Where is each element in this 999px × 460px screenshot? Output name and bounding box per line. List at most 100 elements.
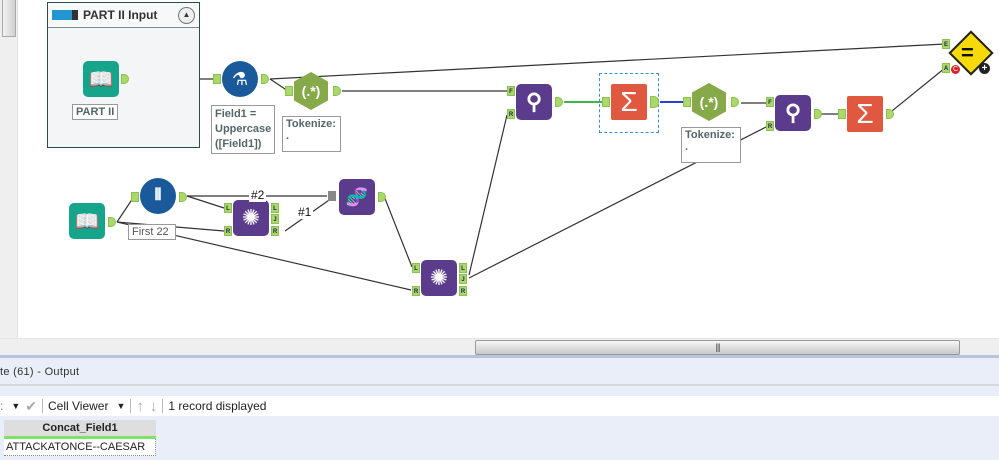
input-anchor[interactable] (683, 97, 691, 107)
tool-annotation: Tokenize: . (681, 127, 741, 163)
anchor-l[interactable]: L (412, 263, 420, 273)
tool-annotation: Field1 = Uppercase ([Field1]) (211, 105, 275, 154)
anchor-a[interactable]: A (942, 63, 950, 73)
output-anchor[interactable] (121, 74, 129, 84)
divider (162, 399, 164, 413)
output-anchor[interactable] (108, 217, 116, 227)
anchor-r[interactable]: R (224, 226, 232, 236)
output-anchor[interactable] (650, 96, 659, 108)
sigma-icon: Σ (620, 86, 638, 117)
tool-annotation: Tokenize: . (282, 116, 341, 152)
anchor-l[interactable]: L (271, 203, 279, 213)
container-icon (52, 10, 78, 20)
output-anchor[interactable] (179, 192, 187, 202)
equals-icon: = (961, 40, 974, 65)
multi-input-anchor[interactable] (328, 191, 336, 201)
output-anchor[interactable] (814, 109, 822, 119)
transpose-tool[interactable]: 🧬 (339, 179, 375, 215)
sigma-icon: Σ (856, 98, 874, 129)
horizontal-scrollbar[interactable]: ||| (0, 338, 999, 356)
output-anchor[interactable] (886, 109, 894, 119)
results-toolbar: : ▼ ✔ Cell Viewer ▼ ↑ ↓ 1 record display… (0, 396, 999, 416)
input-anchor[interactable] (838, 109, 846, 119)
book-icon: 📖 (74, 210, 100, 233)
container-header[interactable]: PART II Input ▲ (48, 3, 199, 28)
flask-icon: ⚗ (231, 68, 249, 89)
find-replace-icon: ⚲ (784, 100, 802, 125)
input-anchor[interactable] (285, 86, 293, 96)
anchor-j[interactable]: J (459, 274, 467, 284)
tool-annotation: First 22 (128, 224, 176, 240)
anchor-r[interactable]: R (766, 121, 774, 131)
test-tubes-icon: ⫴ (154, 187, 162, 204)
results-title: te (61) - Output (0, 366, 80, 378)
summarize-tool[interactable]: Σ (611, 84, 647, 120)
output-anchor[interactable] (333, 86, 341, 96)
column-header[interactable]: Concat_Field1 (4, 420, 156, 439)
scrollbar-thumb[interactable]: ||| (475, 340, 960, 355)
input-anchor[interactable] (213, 74, 221, 84)
results-grid: Concat_Field1 ATTACKATONCE--CAESAR (4, 420, 156, 456)
wire (886, 67, 946, 116)
anchor-l[interactable]: L (459, 263, 467, 273)
wire (186, 195, 225, 209)
anchor-r[interactable]: R (507, 109, 515, 119)
join-tool[interactable]: ✺ (421, 260, 457, 296)
output-anchor[interactable] (731, 97, 739, 107)
join-tool[interactable]: ✺ (233, 200, 269, 236)
scrollbar-thumb[interactable] (2, 0, 16, 37)
results-panel: te (61) - Output : ▼ ✔ Cell Viewer ▼ ↑ ↓… (0, 358, 999, 460)
anchor-j[interactable]: J (271, 214, 279, 224)
output-anchor[interactable] (261, 74, 269, 84)
join-icon: ✺ (429, 265, 449, 290)
output-anchor[interactable] (378, 192, 386, 202)
input-anchor[interactable] (131, 192, 139, 202)
regex-icon: (.*) (301, 83, 321, 99)
join-icon: ✺ (241, 205, 261, 230)
chevron-up-icon[interactable]: ▲ (178, 7, 195, 24)
anchor-r[interactable]: R (271, 226, 279, 236)
anchor-f[interactable]: F (766, 97, 774, 107)
container-title: PART II Input (83, 8, 158, 22)
anchor-r[interactable]: R (459, 286, 467, 296)
dna-icon: 🧬 (345, 186, 369, 207)
anchor-r[interactable]: R (412, 286, 420, 296)
wire-label: #1 (296, 205, 314, 219)
vertical-scrollbar[interactable] (0, 0, 18, 338)
table-cell[interactable]: ATTACKATONCE--CAESAR (4, 439, 156, 456)
input-anchor[interactable] (602, 97, 610, 107)
input-data-tool[interactable]: 📖 (69, 203, 105, 239)
output-anchor[interactable] (555, 97, 563, 107)
wire-label: #2 (249, 188, 267, 202)
regex-tool[interactable]: (.*) (692, 83, 726, 121)
formula-tool[interactable]: ⚗ (222, 61, 258, 97)
input-data-tool[interactable]: 📖 (83, 61, 119, 97)
sample-tool[interactable]: ⫴ (140, 178, 176, 214)
record-count: 1 record displayed (168, 399, 267, 413)
wire (116, 197, 134, 223)
arrow-up-icon[interactable]: ↑ (136, 397, 144, 415)
summarize-tool[interactable]: Σ (847, 96, 883, 132)
book-icon: 📖 (88, 68, 114, 91)
find-replace-tool[interactable]: ⚲ (516, 84, 552, 120)
conflict-icon: C (951, 65, 960, 74)
panel-splitter[interactable] (0, 355, 999, 358)
tool-annotation: PART II (72, 104, 119, 120)
menu-fragment[interactable]: : (0, 399, 4, 413)
checkmark-icon[interactable]: ✔ (25, 397, 37, 414)
anchor-l[interactable]: L (224, 203, 232, 213)
dropdown-arrow-icon[interactable]: ▼ (11, 401, 21, 411)
wire (468, 114, 508, 276)
cell-viewer-dropdown[interactable]: Cell Viewer (48, 399, 109, 413)
wire (269, 43, 946, 80)
divider (0, 384, 999, 386)
workflow-canvas[interactable]: PART II Input ▲ 📖 PART II ⚗ Field1 = Upp… (0, 0, 999, 338)
anchor-f[interactable]: F (507, 86, 515, 96)
wire (383, 195, 413, 268)
arrow-down-icon[interactable]: ↓ (149, 397, 158, 415)
find-replace-tool[interactable]: ⚲ (775, 95, 811, 131)
grip-icon: ||| (715, 342, 720, 352)
dropdown-arrow-icon[interactable]: ▼ (116, 401, 126, 411)
plus-icon[interactable]: + (979, 63, 990, 74)
anchor-e[interactable]: E (942, 39, 950, 49)
